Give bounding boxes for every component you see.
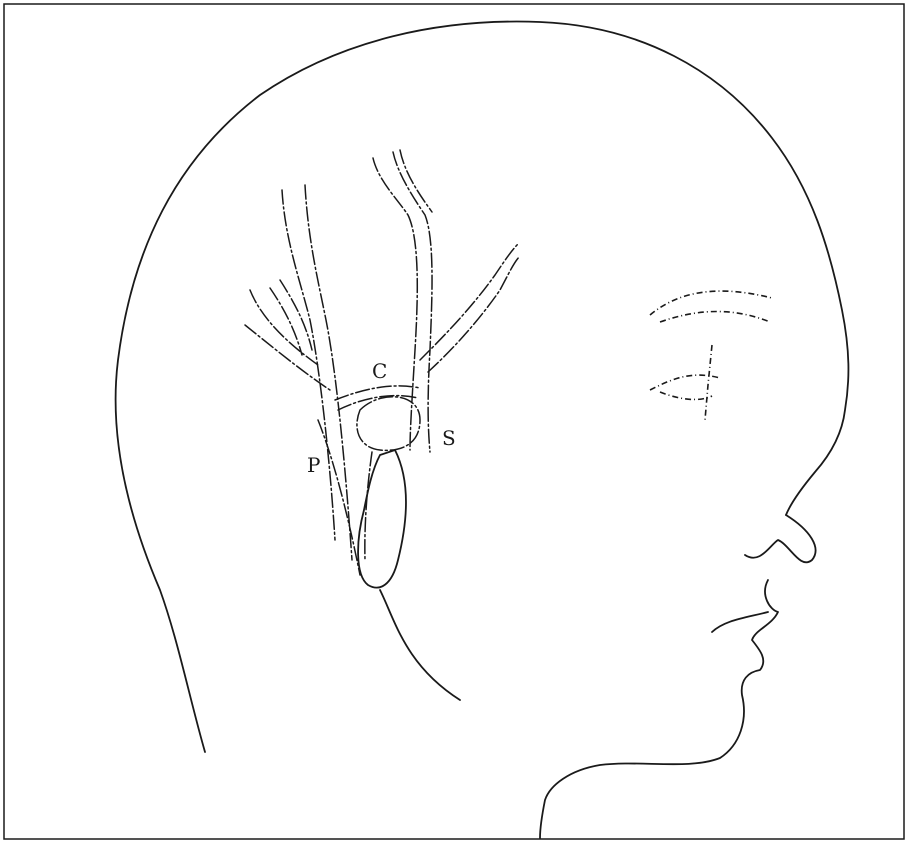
vessel-s-frontal-a — [420, 244, 518, 360]
eye-lower — [660, 392, 712, 399]
figure-frame — [4, 4, 904, 839]
vessel-p-branch-2b — [280, 280, 312, 350]
nose-outline — [745, 515, 816, 562]
vessel-s-frontal-b — [428, 256, 520, 372]
vessel-p-line-b — [305, 185, 352, 560]
eyebrow-lower — [660, 312, 770, 323]
eye-crease — [705, 345, 712, 420]
vessel-s-line-a — [373, 158, 417, 450]
eye-upper — [650, 375, 720, 390]
label-s: S — [442, 426, 456, 450]
vessel-p-branch-1b — [250, 290, 318, 365]
vessel-p-line-c — [318, 420, 360, 575]
neck-outline — [380, 590, 460, 700]
label-c: C — [372, 359, 387, 383]
vessel-p-line-a — [282, 190, 335, 540]
vessel-s-line-b — [393, 152, 432, 452]
vessel-trunk — [365, 452, 372, 560]
vessel-p-branch-1 — [245, 325, 330, 390]
mouth-line — [712, 612, 768, 632]
vessel-c-branch-a — [335, 386, 420, 400]
label-p: P — [307, 453, 320, 477]
vessel-p-branch-2 — [270, 288, 302, 355]
head-outline — [116, 22, 849, 752]
vessel-c-branch-b — [338, 396, 418, 410]
